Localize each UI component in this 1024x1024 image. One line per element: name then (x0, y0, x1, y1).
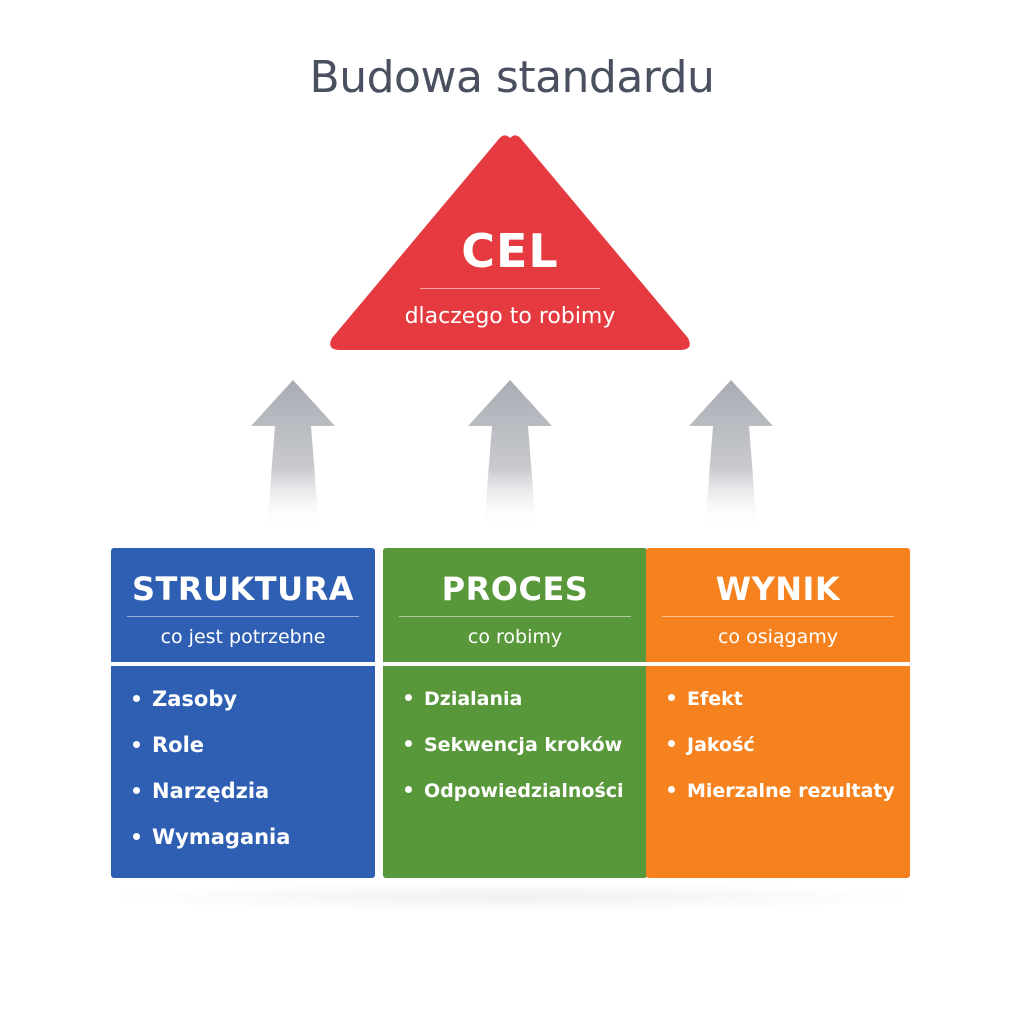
column-title: WYNIK (715, 570, 841, 608)
item-list: Zasoby Role Narzędzia Wymagania (133, 684, 290, 868)
column-body: Efekt Jakość Mierzalne rezultaty (646, 666, 910, 878)
bullet-icon (668, 740, 675, 747)
item-list: Dzialania Sekwencja kroków Odpowiedzialn… (405, 684, 624, 822)
bullet-icon (133, 694, 140, 702)
bullet-icon (133, 740, 140, 748)
list-item: Odpowiedzialności (405, 776, 624, 822)
list-item: Jakość (668, 730, 895, 776)
list-item: Role (133, 730, 290, 776)
goal-title: CEL (461, 224, 559, 278)
column-body: Zasoby Role Narzędzia Wymagania (111, 666, 375, 878)
list-item: Wymagania (133, 822, 290, 868)
column-header: WYNIK co osiągamy (646, 548, 910, 662)
item-list: Efekt Jakość Mierzalne rezultaty (668, 684, 895, 822)
up-arrow-icon (689, 380, 773, 528)
bullet-icon (668, 694, 675, 701)
column-title: STRUKTURA (131, 570, 354, 608)
columns-shadow (100, 882, 924, 912)
column-struktura: STRUKTURA co jest potrzebne Zasoby Role … (111, 548, 375, 878)
goal-subtitle: dlaczego to robimy (404, 304, 616, 329)
column-subtitle: co osiągamy (717, 626, 838, 648)
list-item: Efekt (668, 684, 895, 730)
column-title: PROCES (441, 570, 589, 608)
column-divider (127, 616, 359, 617)
list-item: Sekwencja kroków (405, 730, 624, 776)
list-item: Mierzalne rezultaty (668, 776, 895, 822)
column-divider (399, 616, 631, 617)
up-arrow-icon (468, 380, 552, 528)
column-divider (662, 616, 894, 617)
column-wynik: WYNIK co osiągamy Efekt Jakość Mierzalne… (646, 548, 910, 878)
list-item: Zasoby (133, 684, 290, 730)
bullet-icon (133, 786, 140, 794)
up-arrow-icon (251, 380, 335, 528)
column-subtitle: co jest potrzebne (160, 626, 326, 648)
column-header: STRUKTURA co jest potrzebne (111, 548, 375, 662)
list-item: Dzialania (405, 684, 624, 730)
goal-divider (420, 288, 600, 289)
page-title: Budowa standardu (309, 52, 715, 103)
list-item: Narzędzia (133, 776, 290, 822)
goal-triangle: CEL dlaczego to robimy (310, 128, 710, 360)
bullet-icon (668, 786, 675, 793)
bullet-icon (133, 832, 140, 840)
column-header: PROCES co robimy (383, 548, 647, 662)
goal-triangle-shape (330, 135, 690, 350)
bullet-icon (405, 786, 412, 793)
bullet-icon (405, 740, 412, 747)
column-proces: PROCES co robimy Dzialania Sekwencja kro… (383, 548, 647, 878)
column-body: Dzialania Sekwencja kroków Odpowiedzialn… (383, 666, 647, 878)
column-subtitle: co robimy (467, 626, 563, 648)
bullet-icon (405, 694, 412, 701)
